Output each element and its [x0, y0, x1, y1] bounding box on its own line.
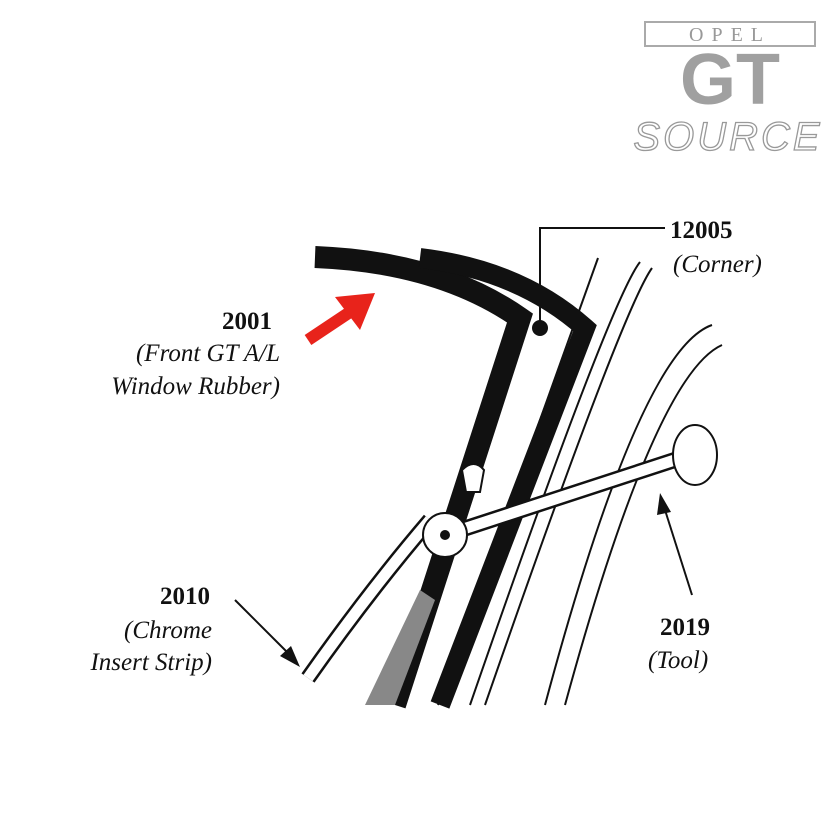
logo-source: SOURCE — [633, 115, 822, 159]
logo-frame — [644, 21, 816, 47]
label-2010-desc: (Chrome — [124, 617, 212, 644]
label-2010-desc: Insert Strip) — [89, 649, 212, 676]
label-2001-part: 2001 — [222, 308, 272, 335]
logo-gt: GT — [680, 40, 780, 120]
body-line — [484, 267, 653, 706]
logo-opel: OPEL — [689, 24, 771, 46]
label-2019-desc: (Tool) — [648, 647, 708, 674]
hatched-area — [365, 590, 435, 705]
tool-handle — [672, 424, 718, 486]
tool-hook — [460, 463, 486, 493]
arrow-icon-2019 — [657, 493, 693, 596]
corner-leader-line — [539, 227, 665, 322]
label-12005-desc: (Corner) — [673, 251, 762, 278]
label-2001-desc: (Front GT A/L — [136, 340, 280, 367]
window-illustration — [301, 246, 723, 709]
label-2019-part: 2019 — [660, 614, 710, 641]
opel-gt-source-logo: OPEL GT SOURCE — [633, 21, 822, 160]
red-arrow-icon — [304, 293, 375, 345]
corner-piece — [532, 320, 548, 336]
label-12005-part: 12005 — [670, 217, 733, 244]
fender-line — [564, 344, 723, 706]
label-2001-desc: Window Rubber) — [111, 373, 280, 400]
window-rubber-inner — [314, 246, 533, 709]
window-rubber-outer — [418, 248, 597, 709]
label-2010-part: 2010 — [160, 583, 210, 610]
body-line — [469, 261, 641, 706]
fender-line — [544, 324, 713, 706]
arrow-icon-2010 — [234, 599, 300, 667]
